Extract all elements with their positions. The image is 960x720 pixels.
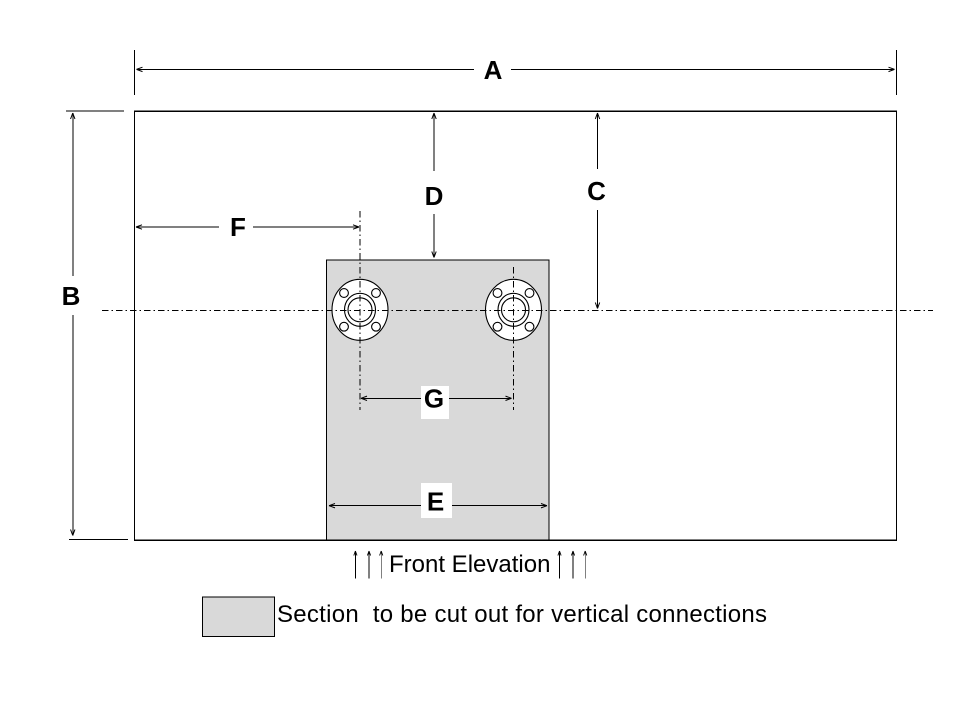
svg-text:B: B xyxy=(62,281,81,311)
svg-text:F: F xyxy=(230,212,246,242)
svg-text:C: C xyxy=(587,176,606,206)
svg-text:E: E xyxy=(427,487,444,517)
svg-text:G: G xyxy=(424,384,444,414)
svg-text:D: D xyxy=(425,181,444,211)
svg-text:Front Elevation: Front Elevation xyxy=(389,551,550,578)
svg-text:A: A xyxy=(484,55,503,85)
svg-text:Section to be cut out for ver: Section to be cut out for vertical conne… xyxy=(277,601,767,628)
